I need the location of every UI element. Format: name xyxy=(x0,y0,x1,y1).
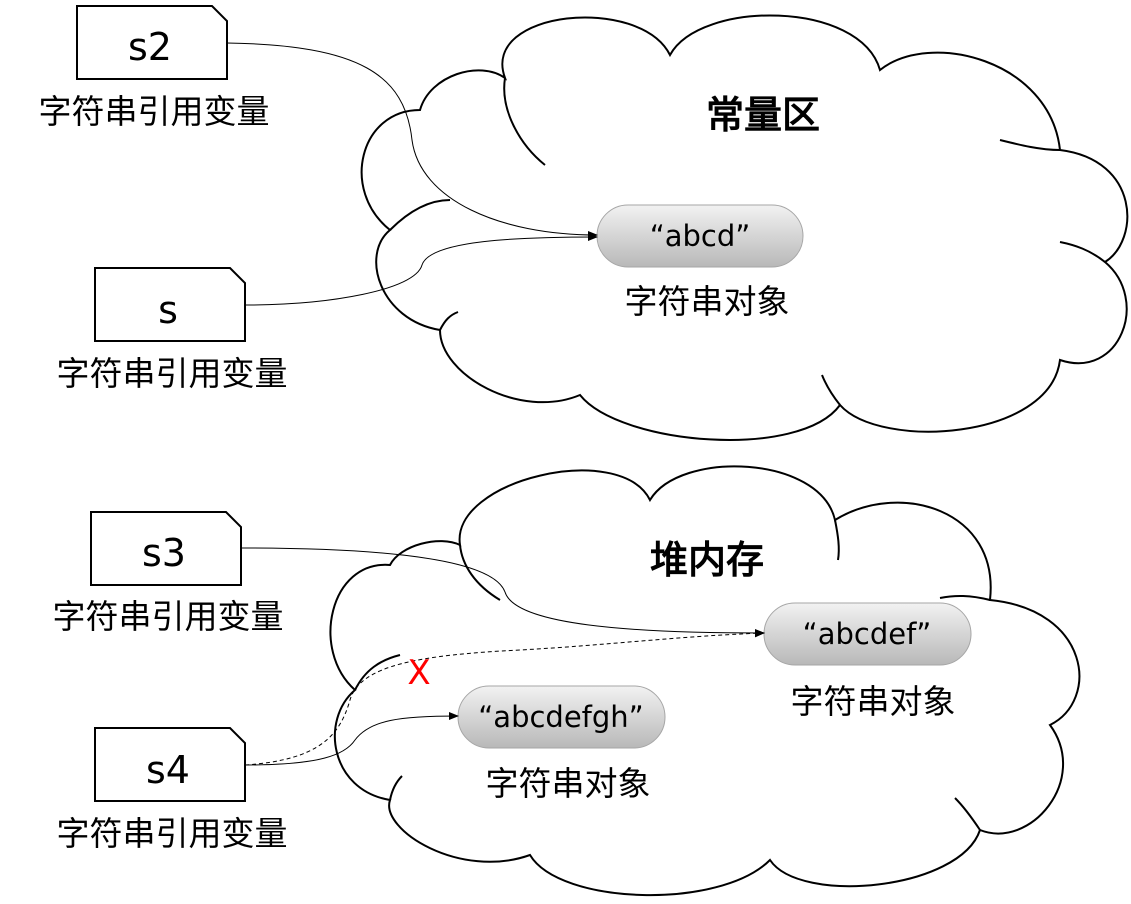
reference-s4-to-abcdefgh xyxy=(244,712,459,766)
variable-caption: 字符串引用变量 xyxy=(39,92,270,131)
reference-s-to-abcd xyxy=(244,233,598,306)
variable-box xyxy=(94,267,246,342)
variable-s2: s2 字符串引用变量 xyxy=(39,5,270,131)
variable-caption: 字符串引用变量 xyxy=(57,354,288,393)
reference-s4-to-abcdef-broken xyxy=(244,629,765,766)
variable-name: s xyxy=(158,288,178,332)
heap-cloud-fold xyxy=(954,797,981,831)
variable-name: s2 xyxy=(128,25,172,69)
variable-name: s3 xyxy=(142,531,186,575)
heap-title: 堆内存 xyxy=(650,538,764,582)
variable-s: s 字符串引用变量 xyxy=(57,267,288,393)
variable-box xyxy=(76,5,228,80)
variable-box xyxy=(90,511,242,586)
heap-cloud-fold xyxy=(459,544,501,601)
heap-cloud-fold xyxy=(834,519,840,561)
string-object-value: “abcd” xyxy=(650,219,751,253)
variable-caption: 字符串引用变量 xyxy=(53,597,284,636)
heap-cloud xyxy=(329,465,1081,896)
string-object-caption: 字符串对象 xyxy=(486,764,651,803)
heap-region: 堆内存 “abcdef” 字符串对象 “abcdefgh” 字符串对象 xyxy=(329,465,1081,896)
string-object-value: “abcdef” xyxy=(803,617,932,651)
constant-pool-cloud-fold xyxy=(821,374,841,406)
constant-pool-cloud-fold xyxy=(439,311,459,331)
constant-pool-cloud-fold xyxy=(389,199,451,231)
constant-pool-region: 常量区 “abcd” 字符串对象 xyxy=(360,14,1129,441)
variable-name: s4 xyxy=(146,748,190,792)
heap-cloud-fold xyxy=(389,775,403,801)
heap-cloud-fold xyxy=(354,654,401,691)
constant-pool-title: 常量区 xyxy=(706,93,820,137)
string-object-caption: 字符串对象 xyxy=(625,282,790,321)
string-object-abcdef: “abcdef” xyxy=(763,602,972,666)
string-object-abcdefgh: “abcdefgh” xyxy=(457,685,666,749)
reference-s2-to-abcd xyxy=(226,42,598,239)
constant-pool-cloud-fold xyxy=(1059,241,1106,263)
constant-pool-cloud-fold xyxy=(999,139,1061,151)
broken-reference-cross-mark: X xyxy=(407,653,430,693)
variable-s4: s4 字符串引用变量 xyxy=(57,727,288,853)
string-object-caption: 字符串对象 xyxy=(791,682,956,721)
variable-caption: 字符串引用变量 xyxy=(57,814,288,853)
variable-box xyxy=(94,727,246,802)
string-object-abcd: “abcd” xyxy=(596,204,804,268)
heap-cloud-fold xyxy=(939,594,991,601)
string-object-value: “abcdefgh” xyxy=(478,700,643,734)
reference-s3-to-abcdef xyxy=(240,547,765,637)
variable-s3: s3 字符串引用变量 xyxy=(53,511,284,636)
constant-pool-cloud-fold xyxy=(503,77,546,166)
